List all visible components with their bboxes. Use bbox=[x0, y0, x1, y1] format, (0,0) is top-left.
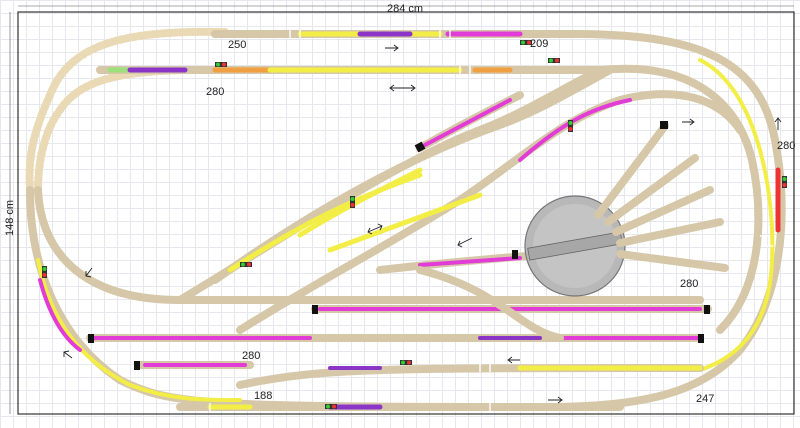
turntable-stalls bbox=[594, 122, 729, 272]
track-diagonal-4-magenta bbox=[518, 98, 632, 162]
track-left-loop-yellow bbox=[36, 258, 242, 402]
track-diagonal-4 bbox=[236, 90, 744, 334]
direction-arrow-icon bbox=[63, 44, 782, 404]
track-diagonal-3-magenta bbox=[423, 98, 512, 147]
track-right-loop-outer bbox=[556, 30, 786, 411]
track-length-label: 209 bbox=[530, 38, 549, 50]
track-length-label: 188 bbox=[254, 390, 273, 402]
track-joints bbox=[209, 30, 773, 411]
track-curve-to-siding bbox=[416, 266, 564, 342]
track-length-label: 280 bbox=[777, 140, 796, 152]
track-right-loop-inner bbox=[596, 64, 763, 334]
track-to-turntable-magenta bbox=[418, 256, 522, 267]
height-dimension-label: 148 cm bbox=[4, 199, 16, 236]
baseboard-outline bbox=[17, 11, 795, 415]
track-length-label: 247 bbox=[696, 393, 715, 405]
track-left-inner-loop bbox=[34, 186, 704, 304]
buffer-stop-icon bbox=[88, 121, 710, 370]
track-length-label: 280 bbox=[242, 350, 261, 362]
hidden-track-inner-loop bbox=[34, 66, 204, 194]
track-length-label: 280 bbox=[680, 278, 699, 290]
hidden-track-upper-loop bbox=[25, 27, 229, 194]
track-left-loop-magenta bbox=[38, 278, 82, 352]
width-dimension-label: 284 cm bbox=[387, 3, 424, 15]
signal-icon bbox=[42, 40, 787, 409]
track-diagonal-2-yellow bbox=[227, 172, 423, 273]
track-bottom-2 bbox=[236, 364, 704, 389]
track-diagonal-2 bbox=[211, 66, 614, 284]
turntable-bridge bbox=[527, 231, 623, 261]
track-length-label: 280 bbox=[206, 86, 225, 98]
track-diagonal-4-yellow bbox=[327, 192, 483, 253]
track-right-loop-yellow bbox=[698, 58, 775, 372]
track-length-label: 250 bbox=[228, 39, 247, 51]
